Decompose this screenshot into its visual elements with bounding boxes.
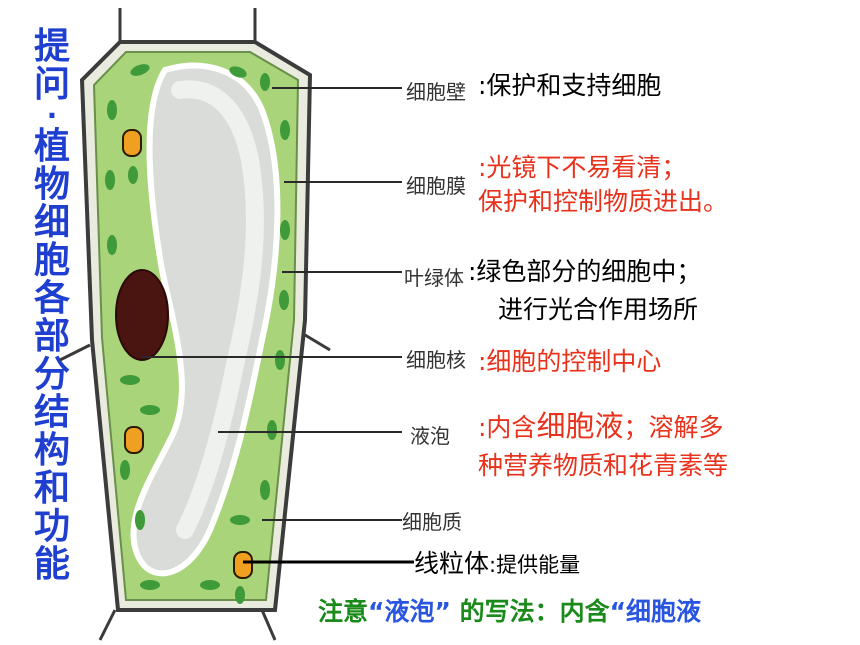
label-vacuole: 液泡 [410,424,450,448]
note-middle: 的写法：内含 [450,597,610,626]
title-part1: 提问 [33,26,70,105]
label-chloroplast: 叶绿体 [404,266,464,290]
chloroplasts [105,64,290,604]
label-cell-wall: 细胞壁 [406,80,466,104]
writing-note: 注意“液泡” 的写法：内含“细胞液 [318,592,701,628]
vertical-title: 提问 · 植物细胞各部分结构和功能 [30,28,74,584]
desc-mitochondria: :提供能量 [489,553,581,577]
label-cell-membrane: 细胞膜 [406,174,466,198]
desc-cell-membrane-line2: 保护和控制物质进出。 [478,187,729,216]
mitochondria-group [122,129,253,579]
desc-chloroplast-line2: 进行光合作用场所 [498,295,699,324]
desc-vacuole-line1: :内含细胞液；溶解多 [478,410,723,444]
vacuole [130,62,281,577]
desc-cell-wall: :保护和支持细胞 [478,71,662,100]
desc-vacuole-cell-sap: 细胞液 [536,409,624,443]
mitochondrion [233,551,253,579]
note-quoted-vacuole: “液泡” [368,597,451,626]
vacuole-highlight [171,80,264,539]
title-separator: · [46,99,58,132]
desc-nucleus: :细胞的控制中心 [478,347,662,376]
note-prefix: 注意 [318,597,369,626]
desc-chloroplast-line1: :绿色部分的细胞中； [468,257,702,286]
mitochondrion [122,129,142,157]
mitochondrion [124,426,144,454]
desc-mitochondria-row: 线粒体:提供能量 [414,548,580,581]
desc-cell-membrane-line1: :光镜下不易看清； [478,153,687,182]
title-part2: 植物细胞各部分结构和功能 [33,126,70,585]
desc-vacuole-pre: :内含 [478,413,537,442]
label-cytoplasm: 细胞质 [402,510,462,534]
label-mitochondria: 线粒体 [414,549,490,578]
note-quoted-cell-sap: “细胞液 [609,597,702,626]
desc-vacuole-post: ；溶解多 [623,413,724,442]
label-nucleus: 细胞核 [406,348,466,372]
desc-vacuole-line2: 种营养物质和花青素等 [478,451,729,480]
leader-lines [142,87,402,521]
nucleus [115,269,169,361]
neighbor-walls [59,8,331,641]
